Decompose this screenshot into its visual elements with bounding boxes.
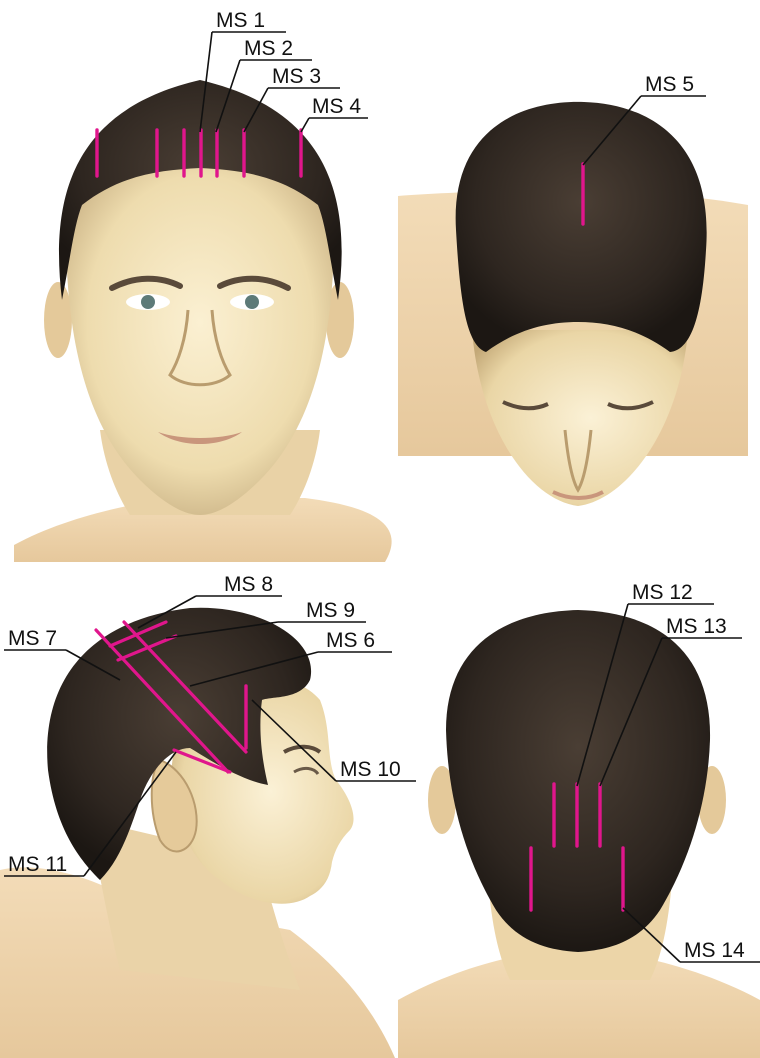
panel-front-view: MS 1 MS 2 MS 3 MS 4 (14, 9, 392, 562)
label-ms4: MS 4 (312, 95, 361, 118)
label-ms2: MS 2 (244, 37, 293, 60)
label-ms11: MS 11 (8, 853, 67, 876)
front-left-ear (44, 282, 72, 358)
panel-side-view: MS 8 MS 9 MS 7 MS 6 MS 10 MS 11 (0, 573, 416, 1058)
front-left-iris (141, 295, 155, 309)
label-ms1: MS 1 (216, 9, 265, 32)
label-ms7: MS 7 (8, 627, 57, 650)
label-ms8: MS 8 (224, 573, 273, 596)
label-ms13: MS 13 (666, 615, 727, 638)
panel-back-view: MS 12 MS 13 MS 14 (398, 581, 760, 1058)
label-ms5: MS 5 (645, 73, 694, 96)
front-right-iris (245, 295, 259, 309)
label-ms6: MS 6 (326, 629, 375, 652)
top-hair (456, 102, 707, 352)
label-ms3: MS 3 (272, 65, 321, 88)
top-face (472, 330, 688, 506)
label-ms10: MS 10 (340, 758, 401, 781)
label-ms14: MS 14 (684, 939, 745, 962)
label-ms12: MS 12 (632, 581, 693, 604)
panel-top-view: MS 5 (398, 73, 748, 506)
label-ms9: MS 9 (306, 599, 355, 622)
